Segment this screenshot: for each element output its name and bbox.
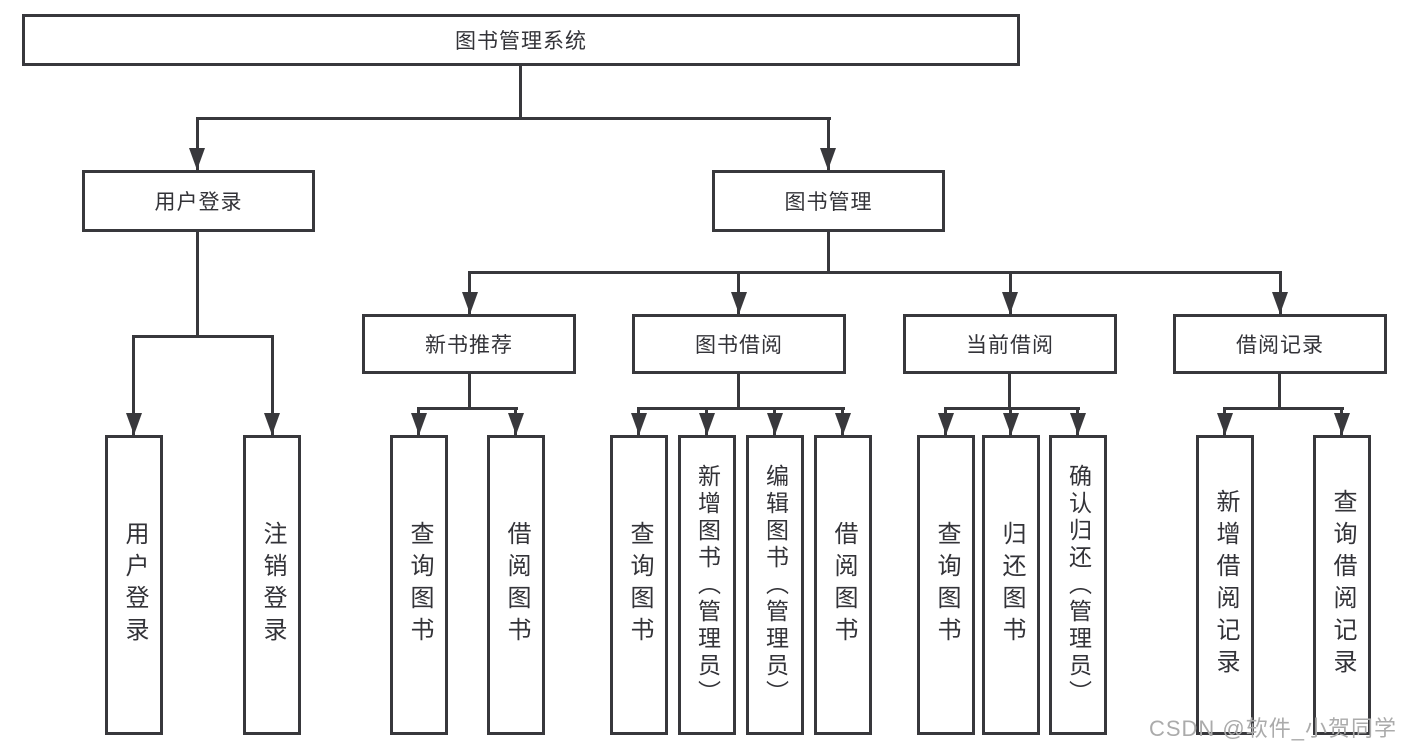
connector-line <box>468 271 1282 274</box>
leaf-br-query-record-label: 查询借阅记录 <box>1329 489 1356 681</box>
arrow-down-icon <box>938 413 954 435</box>
connector-line <box>1008 374 1011 407</box>
connector-line <box>519 66 522 117</box>
arrow-down-icon <box>462 292 478 314</box>
arrow-down-icon <box>835 413 851 435</box>
node-new-book-recommend: 新书推荐 <box>362 314 576 374</box>
leaf-cb-query-books-label: 查询图书 <box>933 521 960 649</box>
leaf-bb-query-books: 查询图书 <box>610 435 668 735</box>
leaf-cb-query-books: 查询图书 <box>917 435 975 735</box>
arrow-down-icon <box>767 413 783 435</box>
leaf-bb-edit-books-admin-label: 编辑图书（管理员） <box>762 463 789 707</box>
arrow-down-icon <box>1217 413 1233 435</box>
leaf-cb-return-books-label: 归还图书 <box>998 521 1025 649</box>
arrow-down-icon <box>126 413 142 435</box>
arrow-down-icon <box>1070 413 1086 435</box>
arrow-down-icon <box>264 413 280 435</box>
leaf-nbr-borrow-books-label: 借阅图书 <box>503 521 530 649</box>
leaf-nbr-query-books-label: 查询图书 <box>406 521 433 649</box>
connector-line <box>132 335 135 435</box>
leaf-user-login-label: 用户登录 <box>121 521 148 649</box>
leaf-cb-return-books: 归还图书 <box>982 435 1040 735</box>
leaf-logout-label: 注销登录 <box>259 521 286 649</box>
leaf-cb-confirm-return-admin-label: 确认归还（管理员） <box>1065 463 1092 707</box>
leaf-br-query-record: 查询借阅记录 <box>1313 435 1371 735</box>
connector-line <box>468 374 471 407</box>
leaf-cb-confirm-return-admin: 确认归还（管理员） <box>1049 435 1107 735</box>
leaf-user-login: 用户登录 <box>105 435 163 735</box>
node-root-library-management-system: 图书管理系统 <box>22 14 1020 66</box>
leaf-bb-borrow-books-label: 借阅图书 <box>830 521 857 649</box>
connector-line <box>827 232 830 271</box>
node-root-label: 图书管理系统 <box>455 30 587 53</box>
connector-line <box>637 407 845 410</box>
connector-line <box>132 335 274 338</box>
node-user-login: 用户登录 <box>82 170 315 232</box>
leaf-br-add-record: 新增借阅记录 <box>1196 435 1254 735</box>
connector-line <box>271 335 274 435</box>
leaf-bb-edit-books-admin: 编辑图书（管理员） <box>746 435 804 735</box>
node-borrow-records-label: 借阅记录 <box>1236 334 1324 357</box>
arrow-down-icon <box>631 413 647 435</box>
leaf-bb-borrow-books: 借阅图书 <box>814 435 872 735</box>
leaf-bb-add-books-admin-label: 新增图书（管理员） <box>694 463 721 707</box>
node-user-login-label: 用户登录 <box>154 191 243 214</box>
leaf-logout: 注销登录 <box>243 435 301 735</box>
connector-line <box>417 407 518 410</box>
node-current-borrow-label: 当前借阅 <box>966 334 1054 357</box>
connector-line <box>196 117 831 120</box>
node-book-management-label: 图书管理 <box>784 191 873 214</box>
arrow-down-icon <box>1002 292 1018 314</box>
node-book-management: 图书管理 <box>712 170 945 232</box>
arrow-down-icon <box>731 292 747 314</box>
arrow-down-icon <box>820 148 836 170</box>
arrow-down-icon <box>1272 292 1288 314</box>
connector-line <box>737 374 740 407</box>
leaf-bb-add-books-admin: 新增图书（管理员） <box>678 435 736 735</box>
connector-line <box>1278 374 1281 407</box>
leaf-br-add-record-label: 新增借阅记录 <box>1212 489 1239 681</box>
arrow-down-icon <box>508 413 524 435</box>
arrow-down-icon <box>189 148 205 170</box>
arrow-down-icon <box>1003 413 1019 435</box>
leaf-nbr-borrow-books: 借阅图书 <box>487 435 545 735</box>
arrow-down-icon <box>699 413 715 435</box>
node-book-borrow: 图书借阅 <box>632 314 846 374</box>
node-borrow-records: 借阅记录 <box>1173 314 1387 374</box>
leaf-bb-query-books-label: 查询图书 <box>626 521 653 649</box>
node-book-borrow-label: 图书借阅 <box>695 334 783 357</box>
arrow-down-icon <box>1334 413 1350 435</box>
connector-line <box>827 117 830 170</box>
connector-line <box>196 117 199 170</box>
connector-line <box>196 232 199 335</box>
connector-line <box>944 407 1080 410</box>
arrow-down-icon <box>411 413 427 435</box>
node-current-borrow: 当前借阅 <box>903 314 1117 374</box>
connector-line <box>1223 407 1344 410</box>
csdn-watermark: CSDN @软件_小贺同学 <box>1148 716 1397 741</box>
node-new-book-recommend-label: 新书推荐 <box>425 334 513 357</box>
leaf-nbr-query-books: 查询图书 <box>390 435 448 735</box>
